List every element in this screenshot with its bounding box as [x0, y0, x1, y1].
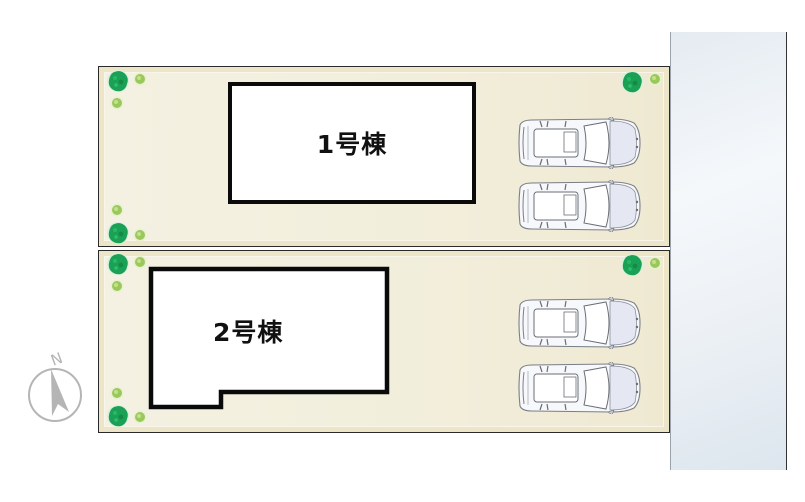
building-2-label: 2号棟 — [213, 318, 284, 347]
shrub-icon — [110, 279, 124, 293]
shrub-icon — [110, 96, 124, 110]
shrub-icon — [648, 256, 662, 270]
tree-icon — [106, 221, 130, 245]
building-2 — [148, 266, 390, 410]
tree-icon — [106, 404, 130, 428]
car-icon — [514, 180, 642, 232]
shrub-icon — [110, 203, 124, 217]
road — [670, 32, 787, 470]
compass-north-label: N — [48, 349, 65, 370]
shrub-icon — [133, 410, 147, 424]
north-arrow-icon: N — [28, 349, 82, 422]
shrub-icon — [133, 72, 147, 86]
tree-icon — [620, 253, 644, 277]
car-icon — [514, 362, 642, 414]
shrub-icon — [110, 386, 124, 400]
car-icon — [514, 117, 642, 169]
building-1-label: 1号棟 — [316, 130, 388, 159]
car-icon — [514, 297, 642, 349]
tree-icon — [106, 252, 130, 276]
shrub-icon — [133, 228, 147, 242]
shrub-icon — [648, 72, 662, 86]
building-1: 1号棟 — [228, 82, 476, 204]
shrub-icon — [133, 255, 147, 269]
tree-icon — [620, 70, 644, 94]
tree-icon — [106, 69, 130, 93]
